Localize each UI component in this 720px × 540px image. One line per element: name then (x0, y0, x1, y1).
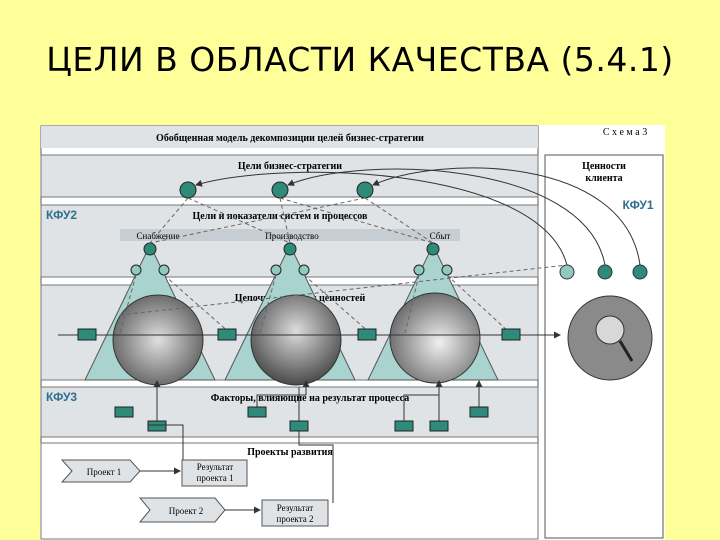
kfu1-label: КФУ1 (622, 198, 653, 212)
client-arcs (195, 167, 641, 266)
result2-line2: проекта 2 (277, 514, 314, 524)
result1-box (181, 459, 248, 487)
strategy-band-label: Цели бизнес-стратегии (238, 161, 342, 172)
header-text: Обобщенная модель декомпозиции целей биз… (156, 133, 424, 144)
factor-boxes (114, 406, 489, 432)
value-chain-flow (58, 328, 561, 341)
process-sales-label: Сбыт (430, 231, 451, 241)
process-production-label: Производство (265, 231, 319, 241)
project2-shape (138, 497, 226, 523)
dashed-links (119, 197, 568, 334)
system-nodes (130, 242, 453, 276)
kfu2-label: КФУ2 (46, 208, 77, 222)
decomposition-diagram: Обобщенная модель декомпозиции целей биз… (40, 125, 665, 540)
photo-supply (112, 294, 204, 386)
strategy-band (40, 154, 539, 198)
diagram-canvas: Обобщенная модель декомпозиции целей биз… (40, 125, 664, 540)
factor-arrows (148, 380, 483, 503)
process-supply-label: Снабжение (137, 231, 180, 241)
strategy-node-1 (179, 181, 197, 199)
client-values-line2: клиента (585, 173, 622, 184)
project1-shape (60, 459, 141, 483)
project2-label: Проект 2 (169, 506, 204, 516)
systems-band-label: Цели и показатели систем и процессов (193, 211, 369, 222)
client-values-line1: Ценности (582, 161, 626, 172)
magnifier-icon (595, 315, 625, 345)
project1-label: Проект 1 (87, 467, 122, 477)
strategy-node-3 (356, 181, 374, 199)
strategy-node-2 (271, 181, 289, 199)
client-node-3 (632, 264, 648, 280)
slide-title: ЦЕЛИ В ОБЛАСТИ КАЧЕСТВА (5.4.1) (46, 40, 674, 79)
photo-production (250, 294, 342, 386)
factors-band-label: Факторы, влияющие на результат процесса (211, 393, 410, 404)
scheme-label: С х е м а 3 (603, 127, 647, 138)
client-node-1 (559, 264, 575, 280)
header-band (41, 126, 538, 148)
result2-box (261, 499, 329, 527)
result1-line2: проекта 1 (197, 473, 234, 483)
photo-sales (389, 292, 481, 384)
result1-line1: Результат (197, 462, 234, 472)
kfu3-label: КФУ3 (46, 390, 77, 404)
projects-band-label: Проекты развития (247, 447, 333, 458)
result2-line1: Результат (277, 503, 314, 513)
process-strip (120, 229, 460, 241)
client-node-2 (597, 264, 613, 280)
